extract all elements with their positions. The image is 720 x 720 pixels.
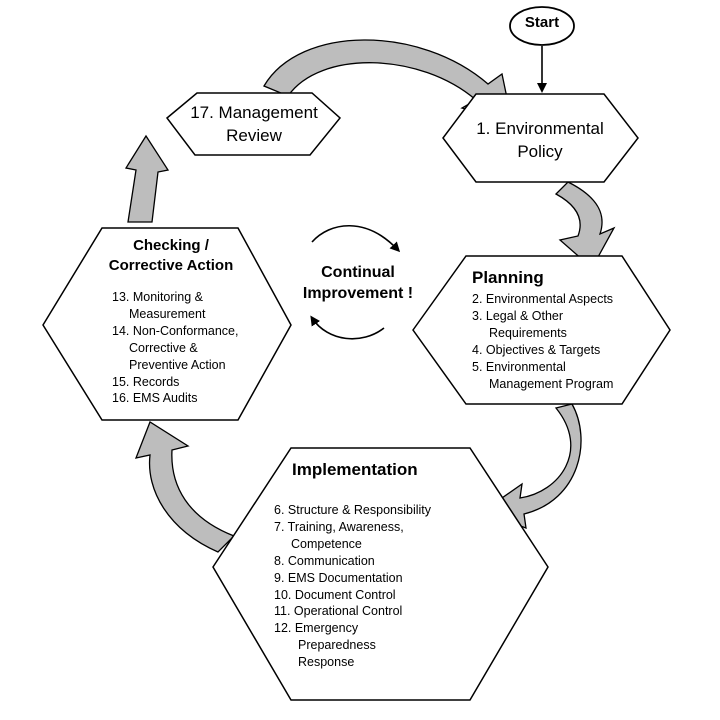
implementation-hexagon (212, 447, 549, 701)
start-label: Start (524, 14, 560, 31)
management-review-label: 17. Management Review (172, 101, 336, 147)
environmental-policy-label: 1. Environmental Policy (452, 117, 628, 163)
checking-item: Preventive Action (129, 357, 226, 372)
checking-item: 16. EMS Audits (112, 391, 198, 406)
checking-item: 14. Non-Conformance, (112, 323, 239, 338)
checking-text: Checking / Corrective Action 13. Monitor… (98, 236, 244, 407)
checking-item: Corrective & (129, 340, 198, 355)
continual-improvement-line1: Continual (321, 264, 395, 281)
planning-hexagon (412, 255, 671, 405)
implementation-item: Competence (291, 536, 362, 551)
continual-improvement-label: Continual Improvement ! (296, 262, 420, 304)
implementation-item: 9. EMS Documentation (274, 570, 403, 585)
checking-title-line1: Checking / (133, 237, 209, 254)
start-oval (509, 6, 575, 46)
improvement-arrow-bottom-icon (310, 315, 385, 340)
implementation-item: 11. Operational Control (274, 604, 403, 619)
planning-item: 5. Environmental (472, 359, 566, 374)
implementation-text: Implementation 6. Structure & Responsibi… (274, 459, 431, 671)
environmental-policy-line2: Policy (517, 142, 563, 161)
implementation-item: Response (298, 655, 355, 670)
environmental-policy-line1: 1. Environmental (476, 119, 604, 138)
arrow-checking-to-review (124, 134, 170, 223)
implementation-item: 12. Emergency (274, 621, 359, 636)
planning-text: Planning 2. Environmental Aspects 3. Leg… (472, 267, 613, 392)
implementation-item: 8. Communication (274, 553, 375, 568)
implementation-item: 6. Structure & Responsibility (274, 503, 432, 517)
management-review-hexagon (165, 92, 342, 156)
arrow-policy-to-planning (554, 181, 616, 270)
implementation-item: 7. Training, Awareness, (274, 519, 404, 534)
arrow-implementation-to-checking (134, 421, 236, 553)
implementation-title: Implementation (292, 460, 418, 479)
improvement-arrow-top-icon (311, 225, 401, 253)
planning-title: Planning (472, 268, 544, 287)
checking-item: Measurement (129, 306, 206, 321)
checking-title: Checking / Corrective Action (98, 236, 244, 276)
planning-item: Requirements (489, 325, 567, 340)
planning-item: 2. Environmental Aspects (472, 292, 614, 306)
checking-item: 15. Records (112, 374, 180, 389)
implementation-item: 10. Document Control (274, 587, 396, 602)
environmental-policy-hexagon (442, 93, 639, 183)
continual-improvement-line2: Improvement ! (302, 285, 414, 302)
planning-item: Management Program (489, 376, 614, 391)
management-review-line2: Review (226, 126, 282, 145)
management-review-line1: 17. Management (190, 103, 318, 122)
checking-title-line2: Corrective Action (108, 257, 234, 274)
implementation-item: Preparedness (298, 638, 376, 653)
planning-item: 3. Legal & Other (472, 308, 564, 323)
checking-hexagon (42, 227, 292, 421)
checking-item: 13. Monitoring & (112, 290, 204, 304)
planning-item: 4. Objectives & Targets (472, 342, 601, 357)
